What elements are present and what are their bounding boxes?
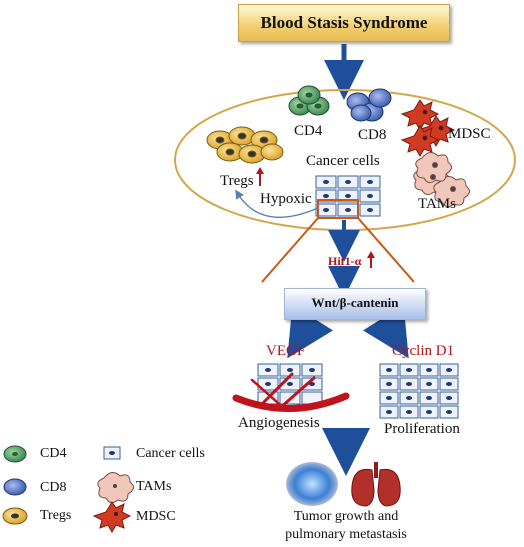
legend-label-cd8: CD8: [40, 480, 67, 495]
label-cd4: CD4: [294, 123, 323, 139]
hypoxic-to-tregs-arrow: [235, 189, 319, 218]
proliferation-cell-grid: [379, 363, 459, 419]
legend-label-cd4: CD4: [40, 446, 67, 461]
label-angiogenesis: Angiogenesis: [238, 415, 320, 431]
wnt-box: [284, 288, 426, 320]
label-mdsc: MDSC: [448, 126, 491, 142]
label-hypoxic: Hypoxic: [260, 191, 312, 207]
cd8-cell-cluster: [346, 88, 392, 122]
title-box: [238, 4, 450, 42]
zoom-line-right: [357, 217, 415, 283]
arrow-to-vegf: [287, 304, 334, 359]
label-hif: Hif1-α: [328, 254, 362, 268]
cd4-cell-cluster: [288, 85, 330, 116]
diagram-title: Blood Stasis Syndrome: [260, 13, 428, 32]
label-cd8: CD8: [358, 127, 387, 143]
label-proliferation: Proliferation: [384, 421, 460, 437]
tregs-cell-cluster: [206, 126, 284, 164]
legend-label-cancer-cells: Cancer cells: [136, 446, 205, 461]
blood-vessels: [232, 372, 350, 412]
tams-cell-cluster: [413, 152, 470, 208]
label-cancer-cells: Cancer cells: [306, 153, 380, 169]
mdsc-cell-cluster: [400, 99, 456, 158]
zoom-line-left: [261, 217, 319, 283]
label-cyclin: Cyclin D1: [392, 343, 455, 359]
label-vegf: VEGF: [266, 343, 306, 359]
label-wnt: Wnt/β-cantenin: [311, 295, 399, 310]
legend-label-tams: TAMs: [136, 479, 172, 494]
arrow-to-cyclin: [362, 304, 409, 359]
legend-label-tregs: Tregs: [40, 508, 72, 523]
label-outcome-line1: Tumor growth and: [293, 509, 399, 524]
legend-label-mdsc: MDSC: [136, 509, 176, 524]
label-outcome-line2: pulmonary metastasis: [285, 527, 407, 542]
tumor-image: [286, 462, 338, 506]
hypoxic-region-box: [317, 199, 359, 219]
lungs-image: [351, 462, 401, 507]
label-tams: TAMs: [418, 196, 456, 212]
label-tregs: Tregs: [220, 173, 254, 189]
legend-icons: [2, 445, 134, 534]
